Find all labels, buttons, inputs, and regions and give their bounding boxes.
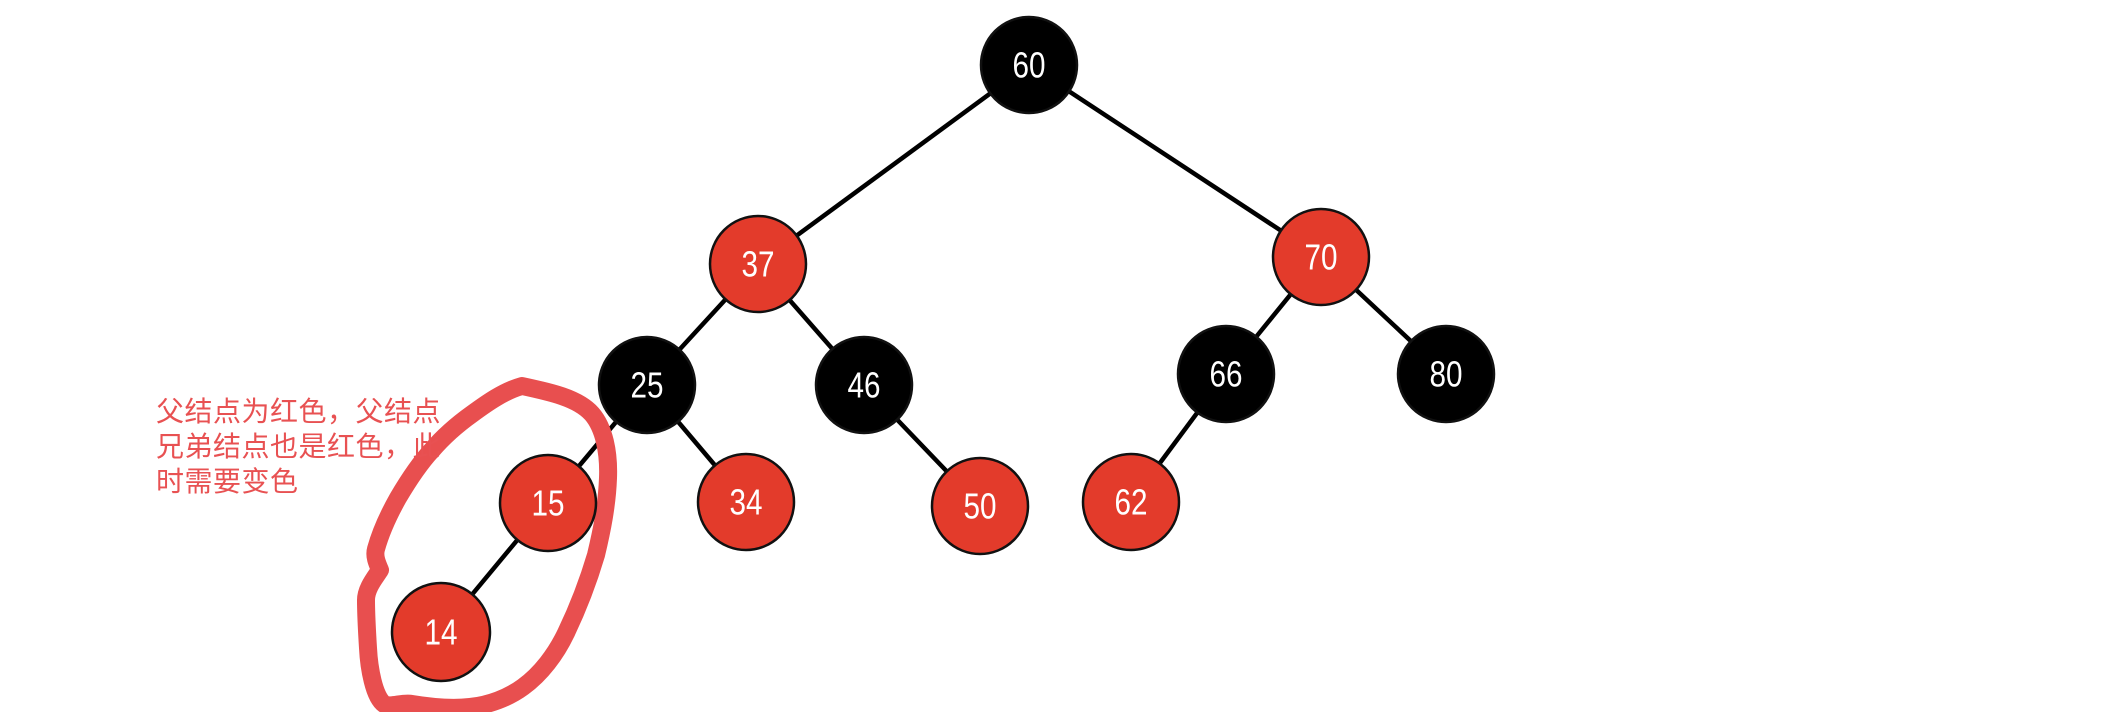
tree-node-label-14: 14 xyxy=(425,612,458,653)
tree-node-66 xyxy=(1176,324,1276,424)
highlight-loop xyxy=(357,377,618,712)
tree-node-label-46: 46 xyxy=(848,365,881,406)
tree-node-15 xyxy=(498,453,598,553)
tree-node-label-60: 60 xyxy=(1013,45,1046,86)
tree-node-label-62: 62 xyxy=(1115,482,1148,523)
tree-node-label-50: 50 xyxy=(964,486,997,527)
annotation-line-1: 父结点为红色，父结点 xyxy=(156,396,442,427)
tree-node-34 xyxy=(696,452,796,552)
tree-node-62 xyxy=(1081,452,1181,552)
tree-node-50 xyxy=(930,456,1030,556)
tree-node-label-70: 70 xyxy=(1305,237,1338,278)
tree-node-80 xyxy=(1396,324,1496,424)
tree-edge-60-70 xyxy=(1027,63,1323,259)
tree-node-46 xyxy=(814,335,914,435)
tree-node-label-25: 25 xyxy=(631,365,664,406)
annotation-text: 父结点为红色，父结点 兄弟结点也是红色，此 时需要变色 xyxy=(156,394,441,499)
tree-node-14 xyxy=(390,581,492,683)
tree-node-label-80: 80 xyxy=(1430,354,1463,395)
tree-node-label-15: 15 xyxy=(532,483,565,524)
tree-node-label-66: 66 xyxy=(1210,354,1243,395)
annotation-line-2: 兄弟结点也是红色，此 xyxy=(156,431,442,462)
tree-node-70 xyxy=(1271,207,1371,307)
tree-node-label-37: 37 xyxy=(742,244,775,285)
tree-node-25 xyxy=(597,335,697,435)
annotation-line-3: 时需要变色 xyxy=(156,466,299,497)
tree-node-label-34: 34 xyxy=(730,482,763,523)
tree-node-37 xyxy=(708,214,808,314)
tree-node-60 xyxy=(979,15,1079,115)
tree-edge-60-37 xyxy=(756,63,1031,266)
